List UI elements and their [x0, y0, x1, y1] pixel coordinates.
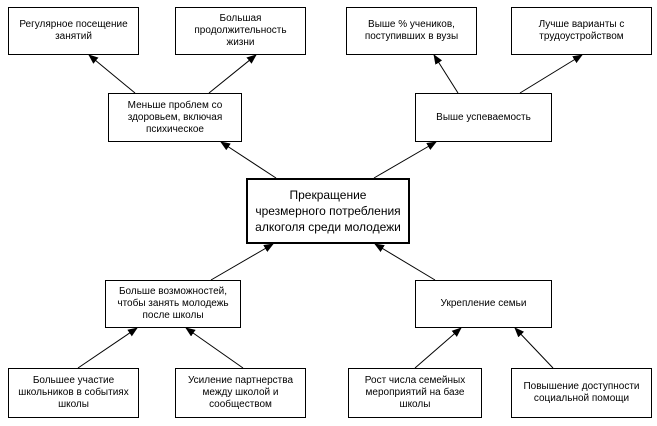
outcome-university-admission: Выше % учеников, поступивших в вузы	[346, 7, 477, 55]
arrow-center-to-right-mid	[373, 141, 437, 179]
arrow-right-mid-to-top4	[519, 54, 583, 94]
arrow-left-mid-to-top2	[208, 54, 257, 94]
arrow-bottom2-to-left-low	[185, 327, 244, 369]
outcome-regular-attendance: Регулярное посещение занятий	[8, 7, 139, 55]
arrow-left-low-to-center	[210, 243, 274, 281]
factor-strengthening-family: Укрепление семьи	[415, 280, 552, 328]
outcome-longer-life: Большая продолжительность жизни	[175, 7, 306, 55]
arrow-right-mid-to-top3	[433, 54, 459, 94]
arrow-bottom1-to-left-low	[77, 327, 138, 369]
factor-student-event-participation: Большее участие школьников в событиях шк…	[8, 368, 139, 418]
central-goal: Прекращение чрезмерного потребления алко…	[246, 178, 410, 244]
arrow-right-low-to-center	[374, 243, 436, 281]
arrow-bottom4-to-right-low	[514, 327, 554, 369]
factor-more-after-school-opportunities: Больше возможностей, чтобы занять молоде…	[105, 280, 241, 328]
benefit-higher-performance: Выше успеваемость	[415, 93, 552, 142]
arrow-left-mid-to-top1	[88, 54, 136, 94]
outcome-employment-options: Лучше варианты с трудоустройством	[511, 7, 652, 55]
factor-social-assistance-access: Повышение доступности социальной помощи	[511, 368, 652, 418]
arrow-center-to-left-mid	[220, 141, 277, 179]
arrow-bottom3-to-right-low	[414, 327, 462, 369]
benefit-fewer-health-problems: Меньше проблем со здоровьем, включая пси…	[108, 93, 242, 142]
factor-school-community-partnership: Усиление партнерства между школой и сооб…	[175, 368, 306, 418]
factor-family-events-growth: Рост числа семейных мероприятий на базе …	[348, 368, 482, 418]
